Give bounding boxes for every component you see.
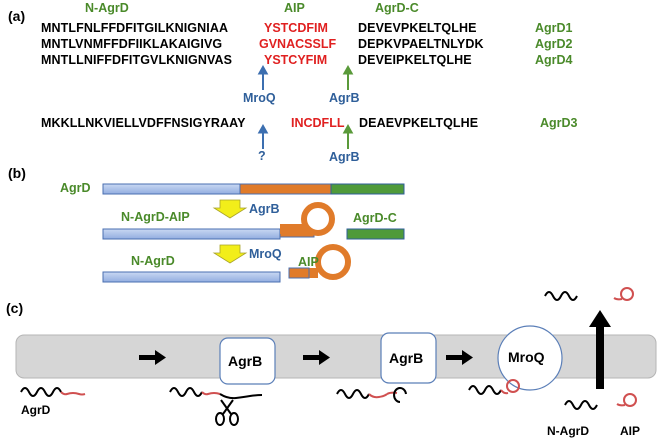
panel-label-b: (b) — [8, 165, 26, 181]
panel-label-c: (c) — [6, 300, 24, 316]
label-c-aip: AIP — [620, 424, 641, 438]
right-arrow-icon-3 — [446, 350, 473, 365]
agrb-up-arrow-icon — [342, 64, 354, 90]
right-arrow-icon-2 — [303, 350, 330, 365]
n-agrd-peptide-icon — [564, 400, 598, 410]
enzyme-mroq: MroQ — [508, 349, 545, 365]
label-agrd: AgrD — [60, 181, 91, 195]
agrb-box-1 — [219, 337, 276, 385]
agrb2-up-arrow-icon — [342, 123, 354, 149]
seq-n-agrd3: MKKLLNKVIELLVDFFNSIGYRAAY — [41, 116, 246, 130]
name-agrd1: AgrD1 — [535, 21, 573, 35]
enzyme-agrb-1: AgrB — [228, 353, 263, 369]
n-agrd-bar — [102, 271, 281, 283]
seq-aip-agrd3: INCDFLL — [291, 116, 345, 130]
exported-n-agrd-icon — [544, 291, 578, 301]
cleaver-agrb2: AgrB — [329, 150, 360, 164]
label-c-agrd: AgrD — [21, 403, 51, 417]
enzyme-agrb-2: AgrB — [389, 350, 424, 366]
membrane — [15, 334, 657, 379]
aip-ring-icon — [288, 244, 351, 280]
name-agrd3: AgrD3 — [540, 116, 578, 130]
seq-n-agrd2: MNTLVNMFFDFIIKLAKAIGIVG — [41, 37, 223, 51]
n-agrd-aip-bar — [102, 202, 335, 240]
label-n-agrd: N-AgrD — [131, 254, 175, 268]
aip-bound-peptide-icon — [468, 379, 520, 395]
mroq-up-arrow-icon — [257, 64, 269, 90]
name-agrd4: AgrD4 — [535, 53, 573, 67]
agrb-box-2 — [380, 332, 437, 384]
seq-aip-agrd2: GVNACSSLF — [259, 37, 337, 51]
seq-n-agrd4: MNTLLNIFFDFITGVLKNIGNVAS — [41, 53, 233, 67]
aip-ring-peptide-icon — [616, 393, 637, 407]
seq-aip-agrd4: YSTCYFIM — [264, 53, 328, 67]
agrd-ring-peptide-icon — [336, 387, 407, 403]
cleaver-unknown: ? — [258, 149, 266, 163]
cleaver-mroq: MroQ — [243, 91, 276, 105]
seq-c-agrd2: DEPKVPAELTNLYDK — [358, 37, 484, 51]
panel-label-a: (a) — [8, 8, 26, 24]
agrd-peptide-icon — [20, 387, 86, 397]
label-mroq: MroQ — [249, 247, 282, 261]
agrd-c-bar — [346, 228, 405, 240]
agrd-cleaving-peptide-icon — [169, 387, 263, 400]
seq-aip-agrd1: YSTCDFIM — [264, 21, 328, 35]
header-n-agrd: N-AgrD — [85, 1, 129, 15]
unknown-up-arrow-icon — [257, 123, 269, 149]
right-arrow-icon-1 — [139, 350, 166, 365]
label-agrb: AgrB — [249, 202, 280, 216]
header-aip: AIP — [284, 1, 305, 15]
mroq-circle — [497, 325, 563, 391]
header-agrd-c: AgrD-C — [375, 1, 419, 15]
name-agrd2: AgrD2 — [535, 37, 573, 51]
seq-n-agrd1: MNTLFNLFFDFITGILKNIGNIAA — [41, 21, 229, 35]
yellow-down-arrow-icon-1 — [212, 199, 248, 219]
scissors-icon — [215, 399, 239, 426]
export-up-arrow-icon — [589, 310, 611, 389]
seq-c-agrd1: DEVEVPKELTQLHE — [358, 21, 477, 35]
label-aip: AIP — [298, 255, 319, 269]
yellow-down-arrow-icon-2 — [212, 244, 248, 264]
cleaver-agrb: AgrB — [329, 91, 360, 105]
seq-c-agrd3: DEAEVPKELTQLHE — [359, 116, 479, 130]
label-agrd-c: AgrD-C — [353, 211, 397, 225]
seq-c-agrd4: DEVEIPKELTQLHE — [358, 53, 472, 67]
label-n-agrd-aip: N-AgrD-AIP — [121, 210, 190, 224]
agrd-full-bar — [102, 183, 405, 195]
exported-aip-icon — [613, 287, 634, 301]
label-c-n-agrd: N-AgrD — [547, 424, 589, 438]
